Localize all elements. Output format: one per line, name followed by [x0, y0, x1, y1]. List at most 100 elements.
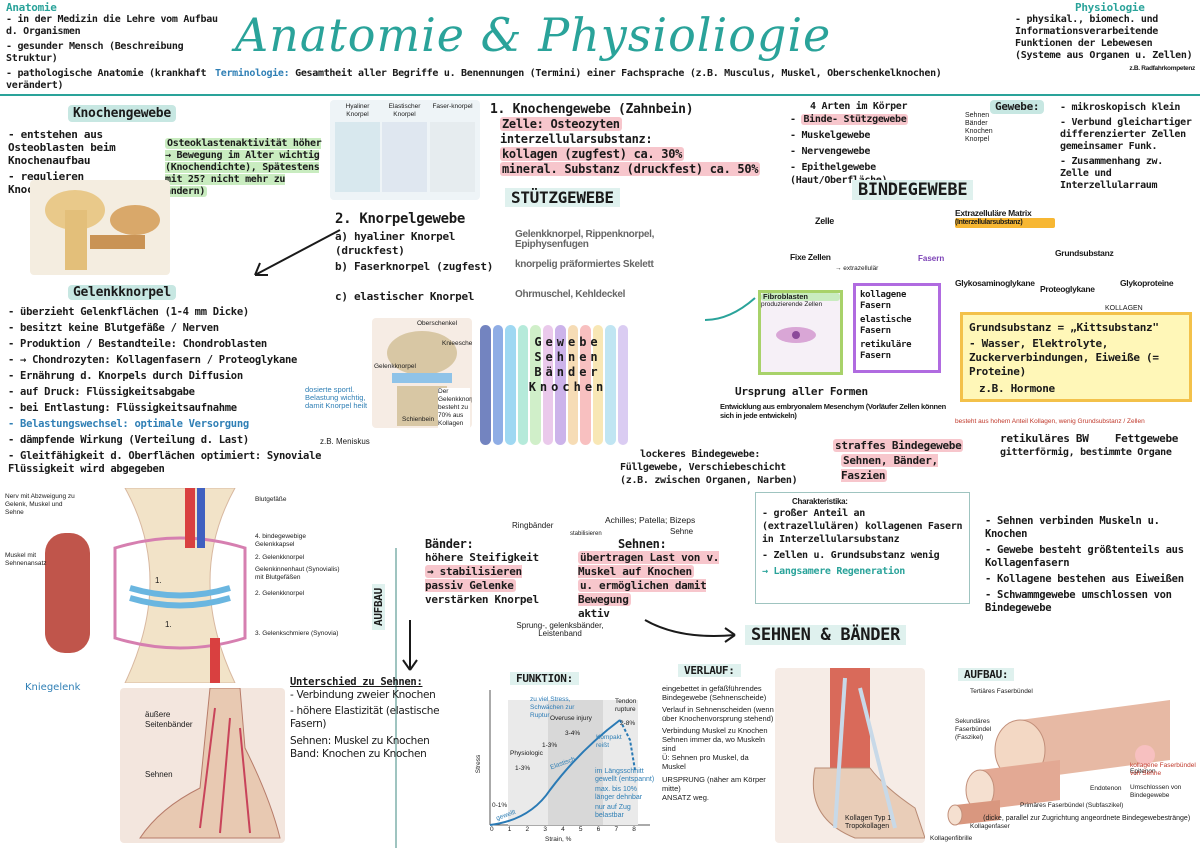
baender-item: verstärken Knorpel: [425, 593, 539, 606]
chart-tick: 0: [490, 826, 494, 833]
unterschied-title: Unterschied zu Sehnen:: [290, 676, 423, 688]
gewebe-def-item: Zusammenhang zw. Zelle und Interzellular…: [1060, 156, 1195, 192]
bone-icon: [45, 190, 160, 270]
knee-small-label: Schienbein: [402, 416, 435, 423]
funktion-note: nur auf Zug belastbar: [595, 804, 631, 819]
chart-tick: 8: [632, 826, 636, 833]
lockeres-title: lockeres Bindegewebe:: [640, 449, 761, 460]
verlauf-ursprung: URSPRUNG (näher am Körper mitte): [662, 775, 766, 793]
grundsubstanz-box: Grundsubstanz = „Kittsubstanz" Wasser, E…: [960, 312, 1192, 402]
sehnen-right-item: Schwammgewebe umschlossen von Bindegeweb…: [985, 589, 1195, 615]
knee-label: Nerv mit Abzweigung zu Gelenk, Muskel un…: [5, 493, 75, 516]
sehnen-list-right: Sehnen verbinden Muskeln u. Knochen Gewe…: [985, 515, 1195, 618]
unterschied-sehnen: Sehnen: Muskel zu Knochen: [290, 735, 430, 747]
verlauf-item: Verlauf in Sehnenscheiden (wenn über Kno…: [662, 705, 774, 723]
arrow-decor: [402, 620, 418, 671]
knee-small-label: Gelenkknorpel: [374, 363, 416, 370]
straffes-text: Sehnen, Bänder, Faszien: [841, 454, 938, 482]
gewebe-bar-line: Gewebe: [534, 335, 602, 349]
fasern-panel: kollagene Fasern elastische Fasern retik…: [853, 283, 941, 373]
knorpel-item: c) elastischer Knorpel: [335, 290, 475, 303]
unterschied-block: Unterschied zu Sehnen: Verbindung zweier…: [290, 676, 465, 761]
fett-title: Fettgewebe: [1114, 432, 1179, 445]
baender-block: Bänder: höhere Steifigkeit → stabilisier…: [425, 537, 565, 607]
knorpel-desc: knorpelig präformiertes Skelett: [515, 259, 654, 270]
knochen-item: interzellularsubstanz:: [500, 132, 653, 146]
unterschied-item: höhere Elastizität (elastische Fasern): [290, 705, 465, 731]
stuetzgewebe-heading: STÜTZGEWEBE: [505, 188, 620, 207]
glykoprot-label: Glykoproteine: [1120, 278, 1174, 288]
bindegewebe-freie: → extrazellulär: [835, 265, 879, 272]
chart-label: Tendon rupture: [615, 698, 637, 713]
foot-label: äußere Seitenbänder: [145, 710, 193, 729]
gewebe-arten-sub: Sehnen Bänder Knochen Knorpel: [965, 112, 993, 143]
knochengewebe-item: entstehen aus Osteoblasten beim Knochena…: [8, 128, 158, 167]
cartilage-label: Hyaliner Knorpel: [345, 103, 370, 118]
gelenkknorpel-heading: Gelenkknorpel: [68, 285, 176, 300]
foot-icon: [139, 688, 281, 839]
anatomie-item: in der Medizin die Lehre vom Aufbau d. O…: [6, 14, 221, 38]
knee-label: 2. Gelenkknorpel: [255, 590, 305, 597]
gelenkknorpel-item: besitzt keine Blutgefäße / Nerven: [8, 322, 373, 335]
gewebe-bar-stripe: [480, 325, 491, 445]
verlauf-item: Ü: Sehnen pro Muskel, da Muskel: [662, 753, 749, 771]
sehnen-block: Sehnen: übertragen Last von v. Muskel au…: [578, 537, 743, 621]
knorpel-item: a) hyaliner Knorpel (druckfest): [335, 230, 456, 257]
chart-label: Overuse injury: [550, 715, 592, 722]
knochen-item: mineral. Substanz (druckfest) ca. 50%: [500, 162, 761, 176]
sehnen-item: übertragen Last von v. Muskel auf Knoche…: [578, 551, 720, 578]
sprung-label: Sprung-, gelenksbänder, Leistenband: [516, 621, 604, 638]
aufbau-note: (dicke, parallel zur Zugrichtung angeord…: [983, 815, 1191, 822]
knee-label: Muskel mit Sehnenansatz: [5, 552, 47, 567]
gewebe-def-block: Gewebe: mikroskopisch klein Verbund glei…: [990, 100, 1195, 195]
retikulaer-block: retikuläres BW Fettgewebe gitterförmig, …: [1000, 432, 1195, 460]
sehnen-title: Sehnen:: [618, 537, 667, 551]
gewebe-def-item: mikroskopisch klein: [1060, 102, 1195, 114]
besteht-text: besteht aus hohem Anteil Kollagen, wenig…: [955, 418, 1145, 425]
aufbau-notes: kollagene Faserbündel von Sehne Umschlos…: [1130, 762, 1198, 800]
ankle-icon: [812, 668, 925, 839]
knee-small-label: Knieescheibe: [442, 340, 472, 347]
lockeres-block: lockeres Bindegewebe: Füllgewebe, Versch…: [620, 448, 810, 487]
knochen-item: Zelle: Osteozyten: [500, 117, 622, 131]
tendon-structure-diagram: Tertiäres Faserbündel Sekundäres Faserbü…: [930, 680, 1195, 845]
foot-ligament-image: äußere Seitenbänder Sehnen: [120, 688, 285, 843]
chart-label: zu viel Stress, Schwächen zur Ruptur: [530, 696, 575, 719]
knee-joint-diagram: Nerv mit Abzweigung zu Gelenk, Muskel un…: [5, 488, 345, 683]
chart-pct: 1-3%: [515, 765, 531, 772]
sehnen-item: aktiv: [578, 607, 610, 620]
chart-tick: 7: [614, 826, 619, 833]
knorpel-title: 2. Knorpelgewebe: [335, 211, 466, 227]
physiologie-heading: Physiologie: [1075, 1, 1145, 14]
chart-pct: 3-4%: [565, 730, 581, 737]
glyko-label: Glykosaminoglykane: [955, 278, 1035, 288]
chart-ylabel: Stress: [475, 754, 483, 774]
knorpel-desc: Gelenkknorpel, Rippenknorpel, Epiphysenf…: [515, 229, 655, 250]
sehnen-baender-heading: SEHNEN & BÄNDER: [745, 625, 907, 645]
knorpel-item: b) Faserknorpel (zugfest): [335, 260, 494, 273]
cartilage-label: Faser-knorpel: [432, 103, 473, 110]
chart-pct: 2-8%: [620, 720, 636, 727]
aufbau-notes-bottom: Kollagen Typ 1 (dicke, parallel zur Zugr…: [845, 815, 1195, 831]
sehnen-item: u. ermöglichen damit Bewegung: [578, 579, 707, 606]
knee-label: Blutgefäße: [255, 496, 287, 503]
gewebe-arten-item: Nervengewebe: [790, 145, 970, 158]
gewebe-bar-stripe: [542, 325, 553, 445]
physiologie-item: physikal., biomech. und Informationsvera…: [1015, 14, 1195, 62]
fasern-item: kollagene Fasern: [860, 290, 907, 311]
verlauf-item: Verbindung Muskel zu Knochen: [662, 726, 768, 735]
foot-label: Sehnen: [145, 770, 173, 779]
knee-label: 1.: [155, 576, 162, 585]
funktion-heading: FUNKTION:: [510, 672, 579, 685]
grund-box-item: Wasser, Elektrolyte, Zuckerverbindungen,…: [969, 337, 1183, 379]
terminology-label: Terminologie:: [215, 68, 290, 79]
gewebe-rainbow: Gewebe Sehnen Bänder Knochen: [480, 325, 630, 445]
chart-tick: 6: [596, 826, 601, 833]
charakteristika-item: → Langsamere Regeneration: [762, 566, 906, 577]
anatomie-item: pathologische Anatomie (krankhaft veränd…: [6, 68, 221, 92]
knee-small-label: Oberschenkel: [417, 320, 458, 327]
stress-strain-chart: [489, 690, 650, 826]
aufbau-note: Kollagen Typ 1: [845, 815, 892, 822]
stabilisieren-label: stabilisieren: [570, 531, 602, 537]
fibroblasten-label: Fibroblasten: [761, 293, 840, 301]
